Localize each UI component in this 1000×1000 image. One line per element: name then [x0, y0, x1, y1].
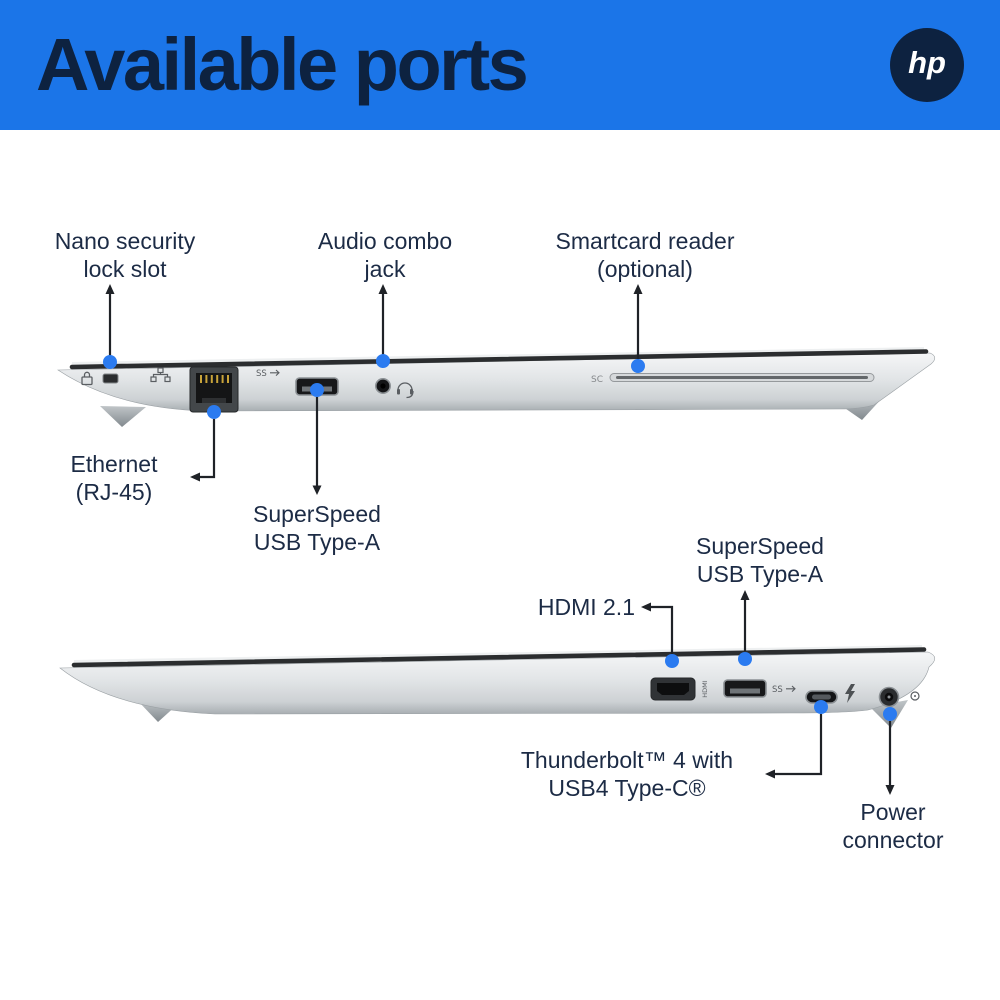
superspeed-usb-icon: SS [256, 369, 280, 379]
port-marker-usb-a-right [738, 652, 752, 666]
hp-logo: hp [890, 28, 964, 102]
superspeed-marking: SS [772, 685, 783, 695]
hp-logo-text: hp [908, 45, 946, 80]
laptop-left-side-view: SS SC [57, 347, 936, 427]
port-marker-nano-lock [103, 355, 117, 369]
lid-top-edge [71, 347, 925, 365]
smartcard-reader-slot: SC [591, 373, 875, 385]
arrow-heads [105, 284, 895, 795]
port-marker-audio-jack [376, 354, 390, 368]
callout-label-hdmi: HDMI 2.1 [537, 594, 635, 620]
port-marker-hdmi [665, 654, 679, 668]
page-title: Available ports [36, 23, 529, 106]
callout-label-superspeed-usb-a-left: SuperSpeed USB Type-A [253, 501, 381, 556]
callout-label-thunderbolt: Thunderbolt™ 4 with USB4 Type-C® [520, 747, 734, 802]
header-banner: Available ports hp [0, 0, 1000, 130]
lock-icon [81, 371, 93, 386]
callout-label-superspeed-usb-a-right: SuperSpeed USB Type-A [696, 533, 824, 588]
arrow-head-usb-a-right [740, 590, 750, 600]
arrow-head-smartcard [633, 284, 643, 294]
hdmi-port [650, 677, 696, 701]
laptop-body [57, 352, 936, 412]
arrow-head-hdmi [641, 602, 651, 612]
lid-seam [71, 647, 927, 668]
callout-arrows [108, 293, 892, 786]
callout-label-nano-security-lock-slot: Nano security lock slot [54, 228, 196, 283]
laptop-right-side-view: HDMI SS [59, 645, 936, 728]
arrow-head-audio-jack [378, 284, 388, 294]
arrow-head-thunderbolt [765, 769, 775, 779]
ethernet-icon [150, 367, 171, 383]
arrow-head-nano-lock [105, 284, 115, 294]
nano-lock-slot-port [102, 373, 119, 384]
callout-label-ethernet: Ethernet (RJ-45) [70, 451, 158, 506]
port-marker-usb-a-left [310, 383, 324, 397]
arrow-head-usb-a-left [312, 485, 322, 495]
laptop-body [59, 651, 936, 715]
audio-combo-jack-port [374, 377, 391, 394]
arrow-head-power [885, 785, 895, 795]
port-marker-smartcard [631, 359, 645, 373]
port-marker-thunderbolt [814, 700, 828, 714]
usb-a-port [723, 679, 767, 698]
smartcard-marking: SC [591, 375, 603, 385]
port-markers [103, 354, 897, 721]
headset-icon [397, 382, 414, 399]
rubber-foot-front [100, 406, 146, 427]
callout-label-power-connector: Power connector [842, 799, 944, 854]
power-icon [910, 691, 920, 701]
power-connector-port [878, 686, 900, 708]
lid-top-edge [73, 645, 923, 663]
callout-label-smartcard-reader: Smartcard reader (optional) [555, 228, 735, 283]
thunderbolt-icon [845, 684, 855, 703]
arrow-thunderbolt [774, 714, 823, 776]
superspeed-marking: SS [256, 369, 267, 379]
superspeed-usb-icon: SS [772, 685, 796, 695]
port-marker-power [883, 707, 897, 721]
hdmi-marking: HDMI [701, 680, 709, 698]
arrow-head-ethernet [190, 472, 200, 482]
arrow-ethernet [199, 419, 216, 479]
ethernet-port [189, 366, 239, 413]
arrow-hdmi [650, 605, 674, 655]
callout-label-audio-combo-jack: Audio combo jack [317, 228, 453, 283]
lid-seam [69, 349, 929, 370]
port-marker-ethernet [207, 405, 221, 419]
